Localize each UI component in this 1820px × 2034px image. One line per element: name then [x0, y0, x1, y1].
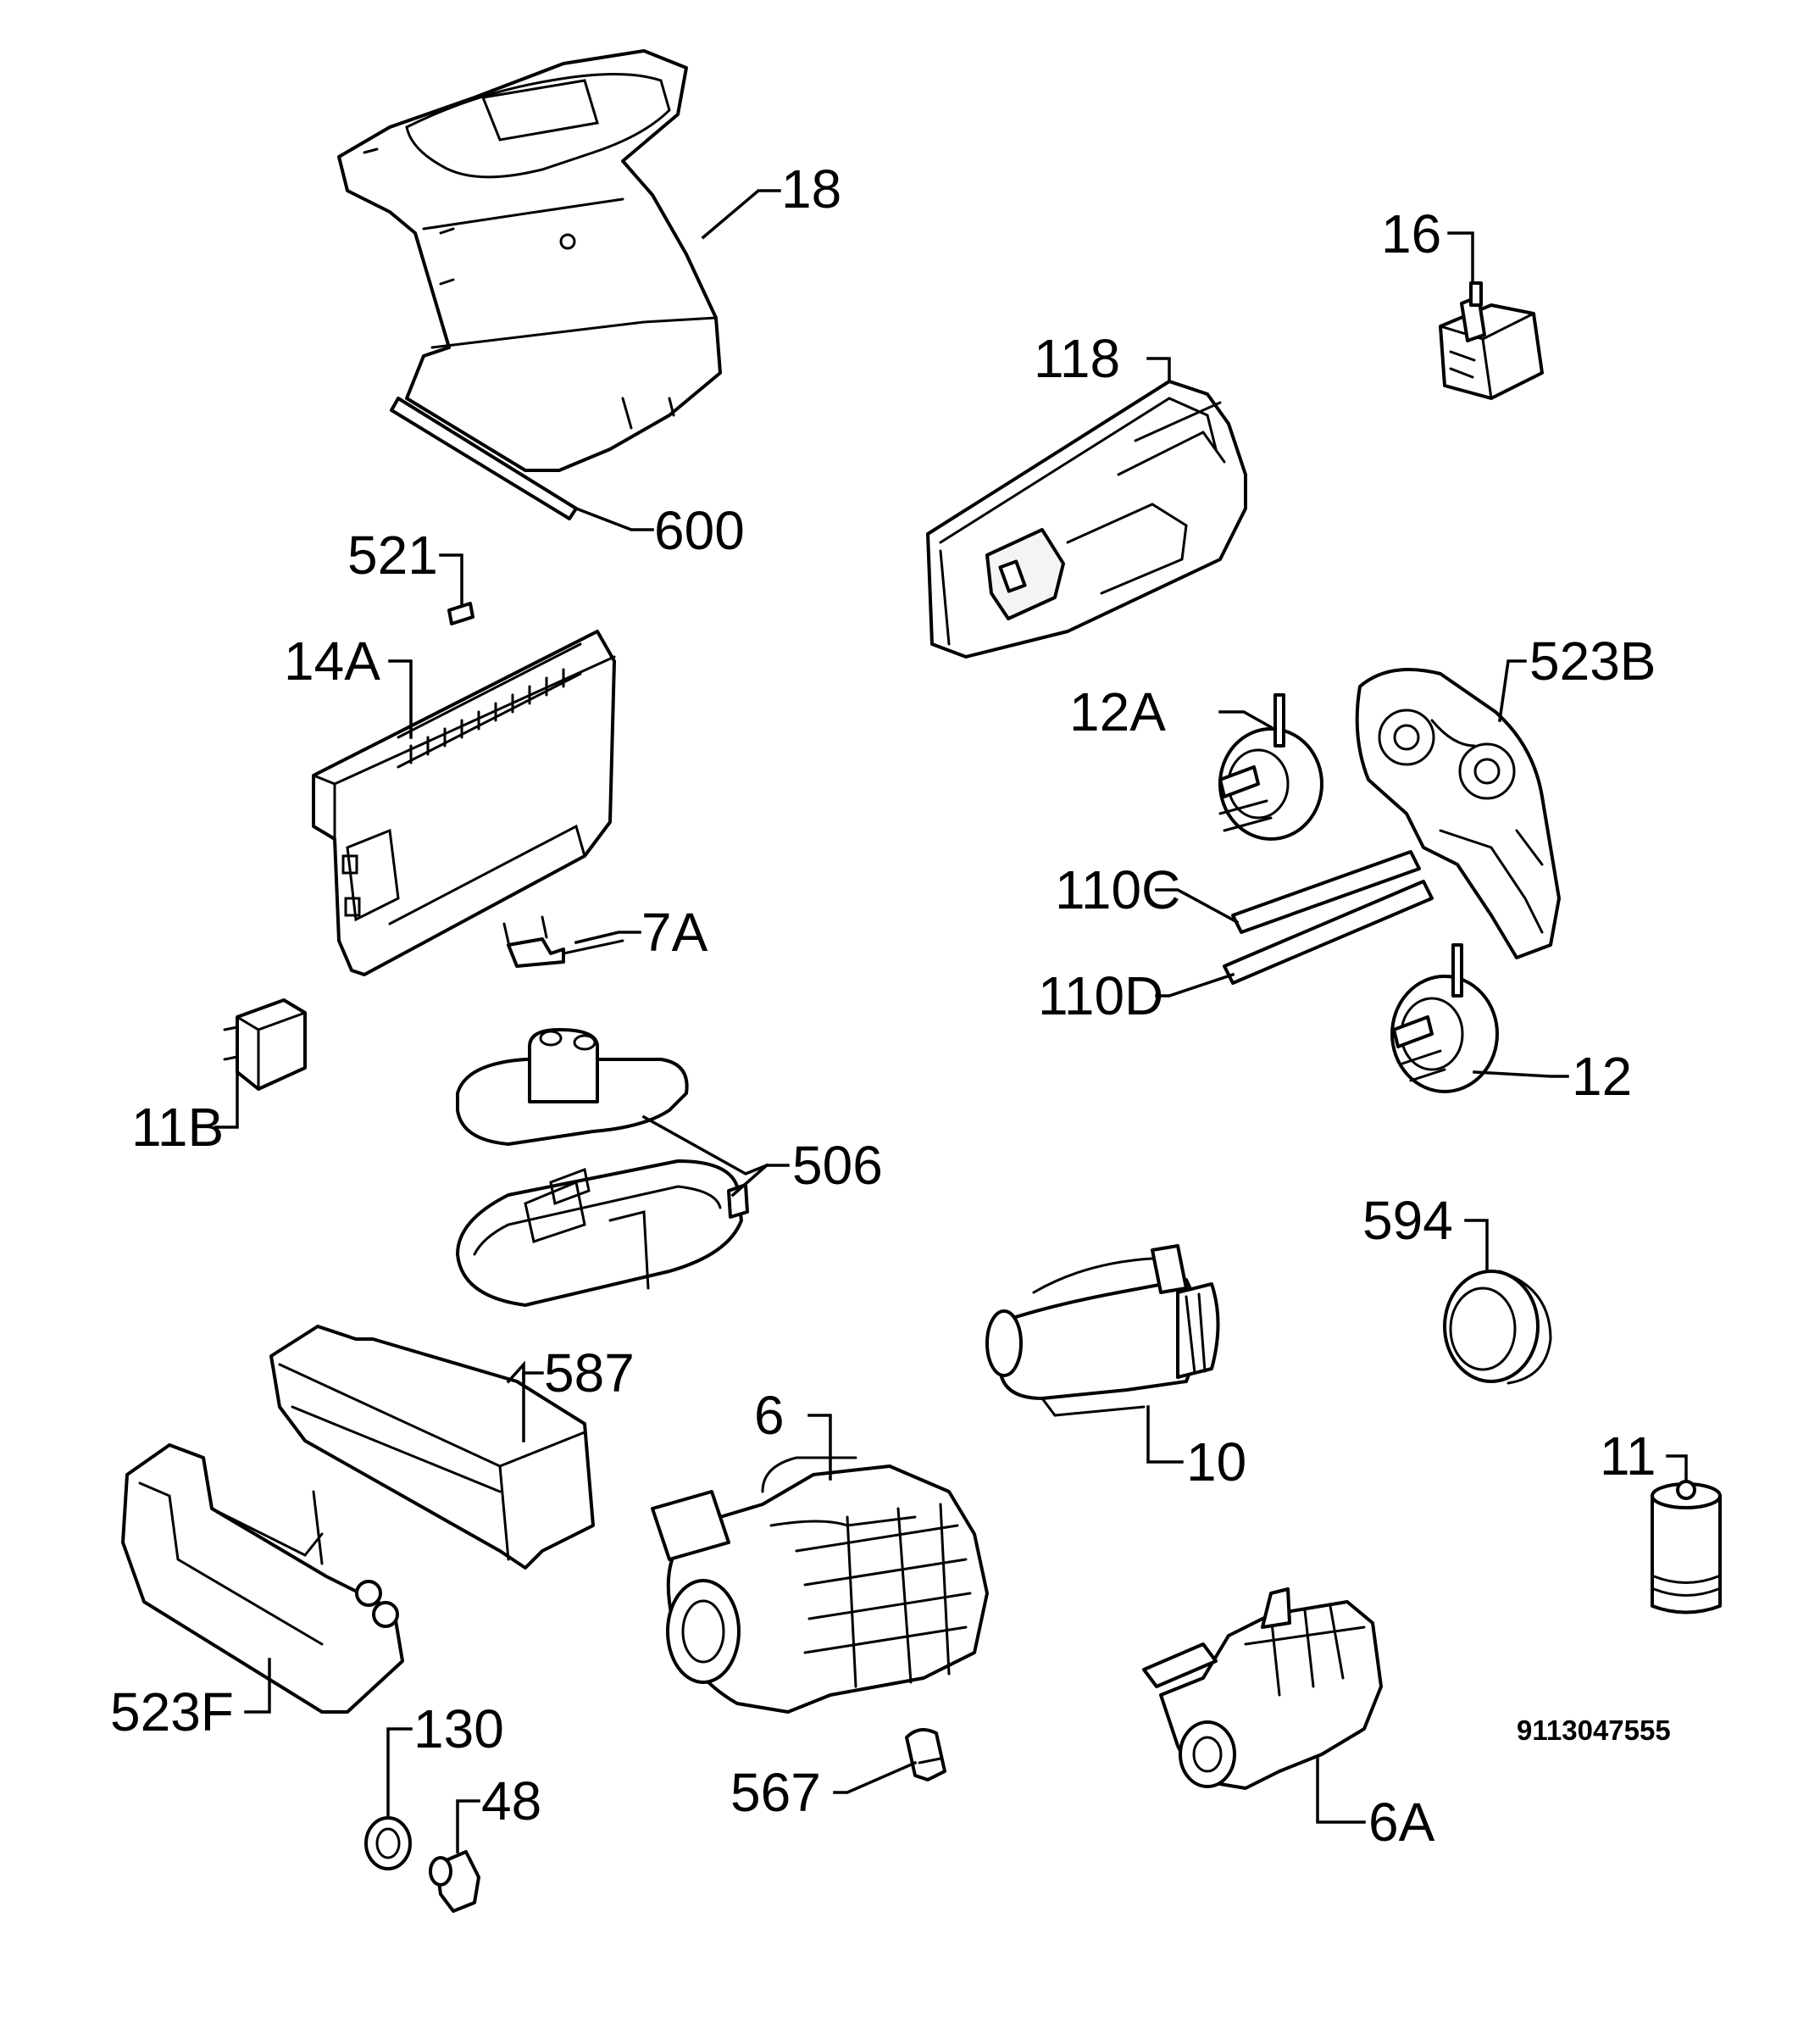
label-14A: 14A [284, 631, 380, 692]
part-18-duct-housing [337, 49, 722, 472]
part-594-seal-ring [1443, 1270, 1552, 1385]
label-567: 567 [730, 1762, 821, 1823]
label-11: 11 [1600, 1425, 1656, 1487]
part-600-seal-strip [390, 397, 578, 520]
part-521-small-block [447, 602, 474, 625]
part-12A-pressure-switch [1218, 693, 1323, 841]
label-11B: 11B [131, 1097, 224, 1158]
part-130-ring [364, 1816, 412, 1870]
part-48-plug [429, 1850, 480, 1913]
part-506-sump-base [456, 1159, 749, 1307]
part-6A-drain-pump [1142, 1587, 1383, 1790]
label-118: 118 [1034, 328, 1120, 389]
part-567-clip [905, 1728, 946, 1781]
label-521: 521 [347, 525, 438, 586]
part-118-dispenser [926, 380, 1247, 659]
label-16: 16 [1381, 203, 1441, 264]
part-7A-sensor [502, 915, 624, 968]
label-110C: 110C [1055, 859, 1180, 920]
part-labels: 18 600 16 118 521 14A 523B 12A 110C 110D… [110, 158, 1671, 1853]
label-6A: 6A [1368, 1792, 1435, 1853]
part-523B-pressure-chamber [1355, 668, 1561, 959]
part-6-circulation-pump [651, 1456, 989, 1714]
label-10: 10 [1186, 1431, 1246, 1492]
label-594: 594 [1362, 1190, 1453, 1251]
label-12A: 12A [1069, 681, 1166, 742]
part-110C-hose [1231, 850, 1421, 934]
label-523B: 523B [1529, 631, 1656, 692]
label-506: 506 [792, 1135, 883, 1196]
label-48: 48 [481, 1770, 541, 1831]
part-14A-electronic-module [312, 630, 616, 976]
label-587: 587 [544, 1342, 635, 1403]
label-600: 600 [654, 500, 745, 561]
label-18: 18 [781, 158, 841, 220]
label-130: 130 [413, 1698, 504, 1759]
leader-lines [214, 189, 1688, 1853]
part-110D-hose [1223, 880, 1434, 985]
part-12-pressure-switch [1390, 943, 1499, 1093]
part-523F-bracket [121, 1443, 404, 1714]
part-587-cover [269, 1325, 595, 1570]
part-506-sump-cover [456, 1028, 689, 1146]
label-12: 12 [1572, 1046, 1632, 1107]
part-10-heater [985, 1244, 1220, 1417]
part-16-door-switch [1439, 281, 1544, 400]
part-11-capacitor [1651, 1480, 1722, 1614]
drawing-number: 9113047555 [1517, 1714, 1671, 1746]
label-7A: 7A [641, 902, 708, 963]
label-6: 6 [754, 1385, 785, 1446]
label-110D: 110D [1038, 965, 1163, 1026]
label-523F: 523F [110, 1681, 234, 1742]
